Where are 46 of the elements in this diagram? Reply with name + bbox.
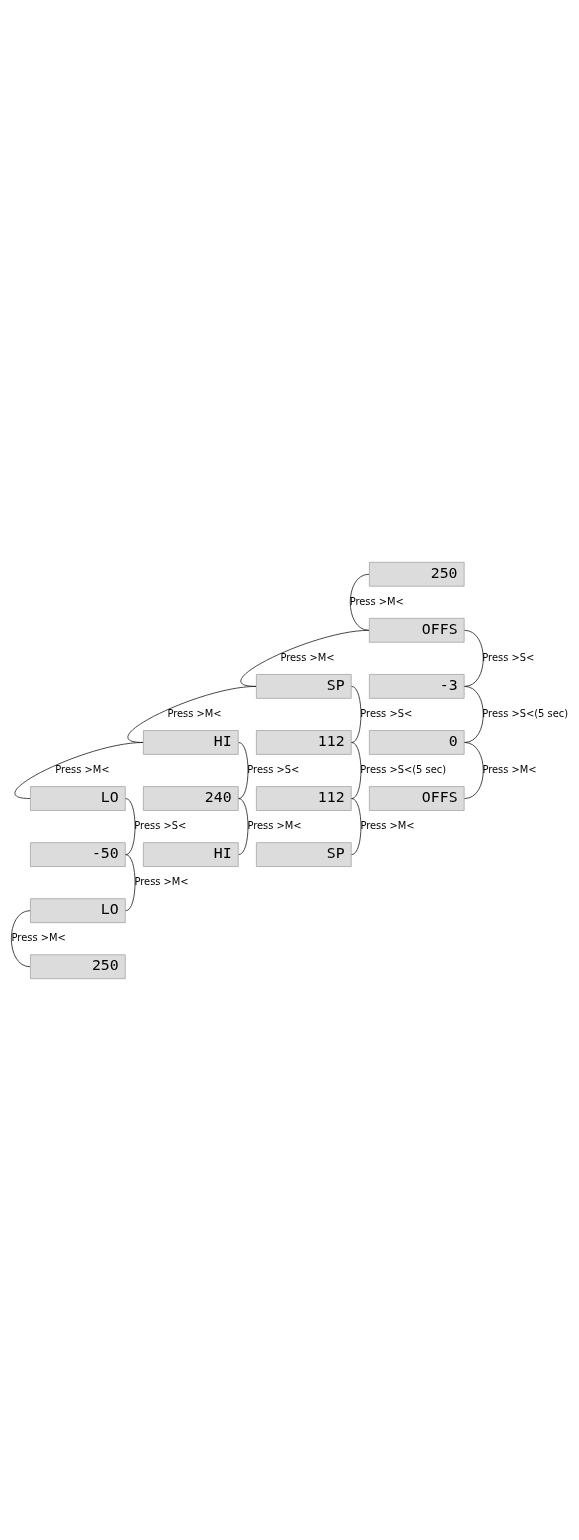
node-box: 0 (368, 729, 465, 755)
node-box: 112 (255, 729, 352, 755)
edge-label: Press >M< (11, 931, 66, 943)
node-box: SP (255, 673, 352, 699)
node-box: LO (30, 785, 126, 811)
node-box: 250 (368, 561, 465, 587)
node-box: 240 (143, 785, 239, 811)
connector (238, 797, 249, 855)
connector (351, 741, 362, 799)
edge-label: Press >M< (349, 595, 404, 607)
connector (127, 685, 257, 743)
edge-label: Press >S<(5 sec) (360, 763, 447, 775)
node-box: -50 (30, 841, 126, 867)
connector (464, 685, 484, 743)
connector (14, 741, 144, 799)
edge-label: Press >M< (482, 763, 537, 775)
edge-label: Press >S< (482, 651, 535, 663)
edge-label: Press >M< (280, 651, 335, 663)
node-box: SP (255, 841, 352, 867)
edge-label: Press >S<(5 sec) (482, 707, 569, 719)
connector (349, 573, 370, 631)
connector (238, 741, 249, 799)
edge-label: Press >M< (55, 763, 110, 775)
node-box: 112 (255, 785, 352, 811)
node-box: HI (143, 841, 239, 867)
node-box: -3 (368, 673, 465, 699)
node-box: HI (143, 729, 239, 755)
node-box: LO (30, 897, 126, 923)
connector (464, 741, 484, 799)
connector (464, 629, 484, 687)
node-box: OFFS (368, 785, 465, 811)
connector (125, 853, 136, 911)
edge-label: Press >M< (360, 819, 415, 831)
edge-label: Press >M< (134, 875, 189, 887)
connector (125, 797, 136, 855)
edge-label: Press >S< (134, 819, 187, 831)
connector (10, 909, 31, 967)
node-box: 250 (30, 953, 126, 979)
connector (351, 797, 362, 855)
connector (240, 629, 370, 687)
connector (351, 685, 362, 743)
edge-label: Press >S< (360, 707, 413, 719)
edge-label: Press >S< (247, 763, 300, 775)
node-box: OFFS (368, 617, 465, 643)
edge-label: Press >M< (247, 819, 302, 831)
edge-label: Press >M< (167, 707, 222, 719)
